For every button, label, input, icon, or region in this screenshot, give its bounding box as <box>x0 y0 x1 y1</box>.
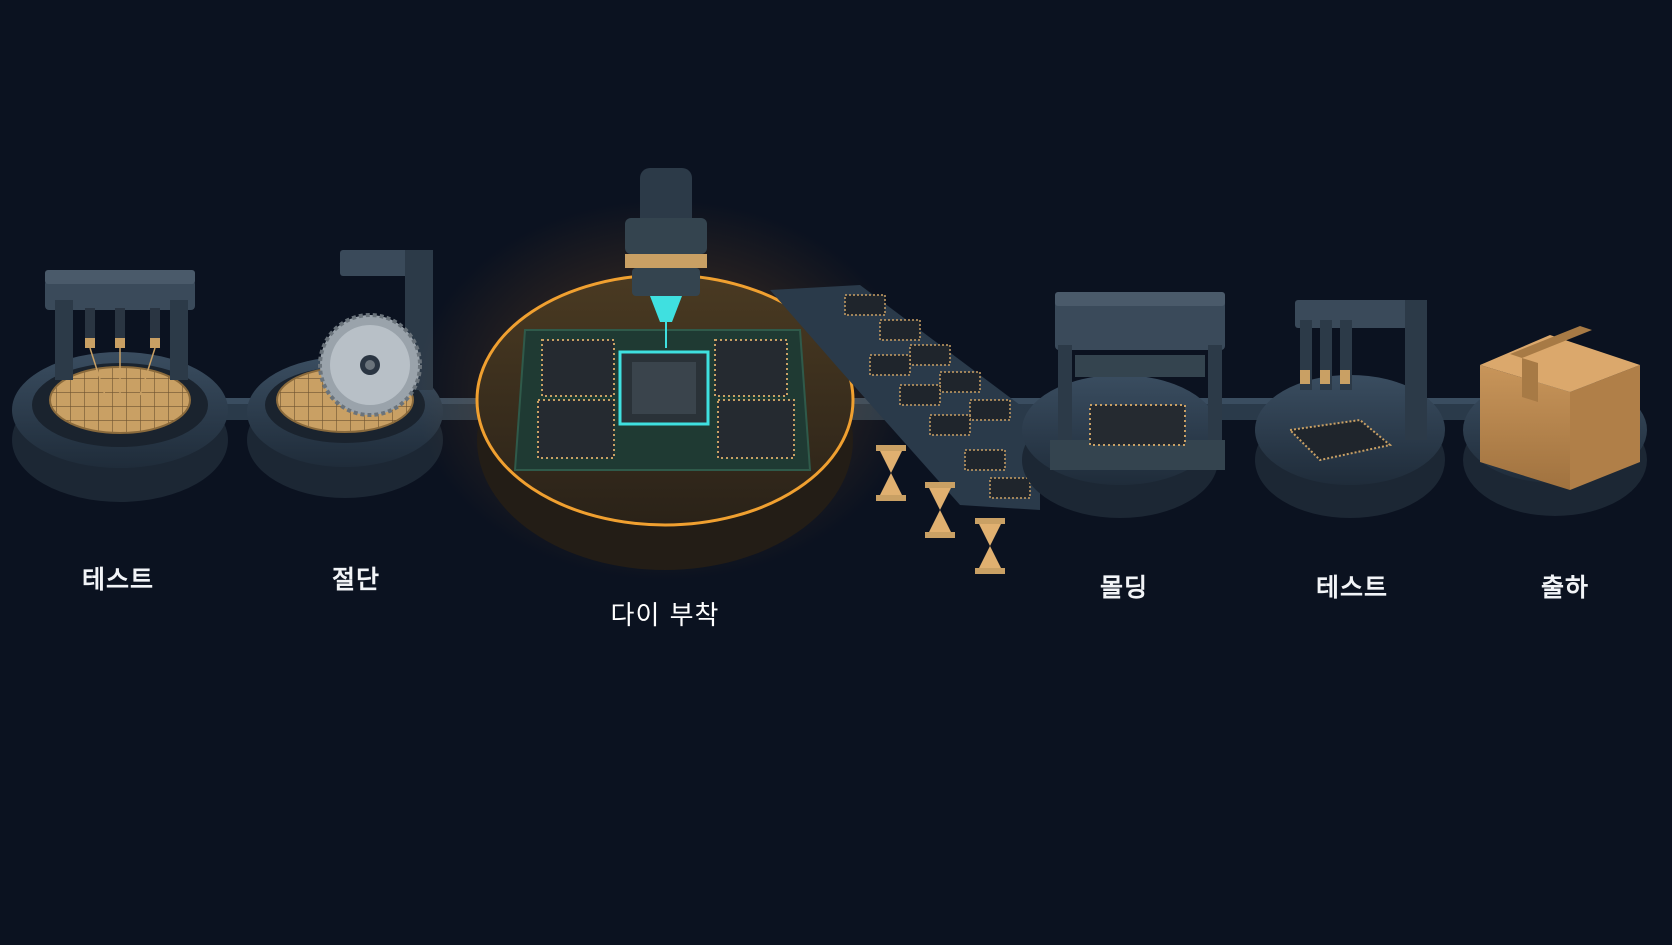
chip-icon <box>537 339 795 459</box>
step-label-test-1: 테스트 <box>81 565 155 594</box>
step-label-die-attach: 다이 부착 <box>610 601 720 631</box>
step-test-2-illustration <box>1255 300 1445 518</box>
step-label-molding: 몰딩 <box>1099 573 1149 602</box>
shipping-box-icon <box>1480 326 1640 490</box>
hourglass-icon <box>876 445 1005 574</box>
mold-press-icon <box>1050 292 1225 470</box>
step-label-shipping: 출하 <box>1540 573 1590 602</box>
step-label-test-2: 테스트 <box>1315 573 1389 602</box>
step-label-dicing: 절단 <box>331 565 381 594</box>
chip-probe-icon <box>1287 300 1427 462</box>
saw-blade-icon <box>318 313 422 417</box>
step-die-attach-illustration <box>415 168 915 580</box>
step-molding-illustration <box>1022 292 1225 518</box>
step-test-1-illustration <box>12 270 228 502</box>
step-dicing-illustration <box>247 250 443 498</box>
die-attach-nozzle-icon <box>625 168 707 348</box>
chip-conveyor <box>770 285 1040 510</box>
probe-needle-icon <box>85 308 160 396</box>
step-shipping-illustration <box>1463 326 1647 516</box>
chip-icon <box>844 294 1031 499</box>
circuit-board <box>513 329 812 471</box>
